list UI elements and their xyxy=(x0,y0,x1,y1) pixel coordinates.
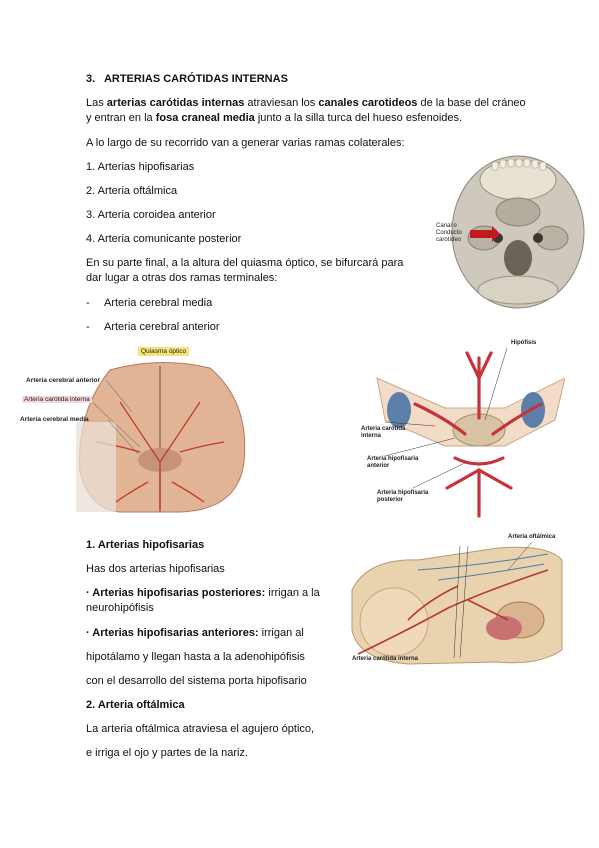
cerebral-anterior-label: Arteria cerebral anterior xyxy=(26,377,101,384)
quiasma-label: Quiasma óptico xyxy=(138,347,190,356)
collateral-item: 1. Arterias hipofisarias xyxy=(86,161,195,173)
terminal-intro: En su parte final, a la altura del quias… xyxy=(86,256,403,286)
intro-paragraph: Las arterias carótidas internas atravies… xyxy=(86,96,526,126)
intro-text: Las xyxy=(86,97,107,109)
subsection1-line: Has dos arterias hipofisarias xyxy=(86,563,225,575)
anterior-line: hipotálamo y llegan hasta a la adenohipó… xyxy=(86,651,305,663)
hypophysis-illustration xyxy=(376,347,566,518)
terminal-intro-line: En su parte final, a la altura del quias… xyxy=(86,257,404,269)
terminal-item: - Arteria cerebral media xyxy=(86,296,212,311)
skull-base-illustration xyxy=(451,155,585,309)
intro-text: y entran en la xyxy=(86,112,156,124)
label-line: Arteria hipofisaria xyxy=(377,490,429,496)
posterior-paragraph: · Arterias hipofisarias posteriores: irr… xyxy=(86,586,320,616)
arrow-icon xyxy=(470,226,500,242)
subsection2-line: La arteria oftálmica atraviesa el agujer… xyxy=(86,723,315,735)
label-line: interna xyxy=(361,433,382,439)
brain-base-illustration xyxy=(76,361,246,513)
oftalmica-label: Arteria oftálmica xyxy=(508,534,556,540)
intro-bold: fosa craneal media xyxy=(155,112,255,124)
cerebral-media-label: Arteria cerebral media xyxy=(20,416,89,423)
terminal-label: Arteria cerebral anterior xyxy=(104,321,220,333)
label-line: carotídeo xyxy=(436,237,462,243)
hyp-anterior-label: Arteria hipofisaria anterior xyxy=(367,456,418,470)
anterior-bold: · Arterias hipofisarias anteriores: xyxy=(86,627,259,639)
label-line: posterior xyxy=(377,497,404,503)
terminal-intro-line: dar lugar a otras dos ramas terminales: xyxy=(86,272,278,284)
orbit-illustration xyxy=(351,541,563,665)
posterior-bold: · Arterias hipofisarias posteriores: xyxy=(86,587,266,599)
brain-base-figure: Quiasma óptico Arteria cerebral anterior… xyxy=(20,342,280,514)
subsection2-line: e irriga el ojo y partes de la nariz. xyxy=(86,747,249,759)
label-line: Arteria carótida xyxy=(361,426,406,432)
skull-base-figure: Canal o Conducto carotídeo xyxy=(420,150,590,310)
carotid-canal-label: Canal o Conducto carotídeo xyxy=(436,223,462,244)
anterior-line: con el desarrollo del sistema porta hipo… xyxy=(86,675,307,687)
intro-text: de la base del cráneo xyxy=(417,97,526,109)
label-line: anterior xyxy=(367,463,390,469)
hypophysis-figure: Hipófisis Arteria carótida interna Arter… xyxy=(355,338,566,518)
label-line: Canal o xyxy=(436,223,457,229)
section-heading: 3. ARTERIAS CARÓTIDAS INTERNAS xyxy=(86,72,288,87)
terminal-label: Arteria cerebral media xyxy=(104,297,213,309)
collateral-item: 2. Arteria oftálmica xyxy=(86,185,178,197)
heading-text: ARTERIAS CARÓTIDAS INTERNAS xyxy=(103,73,288,85)
posterior-text: neurohipófisis xyxy=(86,602,154,614)
carotid-label: Arteria carótida interna xyxy=(22,396,92,403)
heading-number: 3. xyxy=(86,73,96,85)
hyp-posterior-label: Arteria hipofisaria posterior xyxy=(377,490,428,504)
label-line: Conducto xyxy=(436,230,462,236)
collateral-item: 3. Arteria coroidea anterior xyxy=(86,209,216,221)
orbit-figure: Arteria oftálmica Arteria carótida inter… xyxy=(348,530,568,670)
collateral-item: 4. Arteria comunicante posterior xyxy=(86,233,242,245)
bullet: - xyxy=(86,297,90,309)
terminal-item: - Arteria cerebral anterior xyxy=(86,320,220,335)
anterior-line: · Arterias hipofisarias anteriores: irri… xyxy=(86,626,304,641)
intro-bold: arterias carótidas internas xyxy=(106,97,245,109)
intro-bold: canales carotideos xyxy=(318,97,418,109)
collateral-intro: A lo largo de su recorrido van a generar… xyxy=(86,137,405,149)
subsection2-heading: 2. Arteria oftálmica xyxy=(86,699,185,711)
subsection1-heading: 1. Arterias hipofisarias xyxy=(86,539,205,551)
posterior-text: irrigan a la xyxy=(265,587,320,599)
intro-text: junto a la silla turca del hueso esfenoi… xyxy=(254,112,463,124)
orbit-carotid-label: Arteria carótida interna xyxy=(352,656,419,662)
bullet: - xyxy=(86,321,90,333)
hyp-carotid-label: Arteria carótida interna xyxy=(361,426,405,440)
anterior-text: irrigan al xyxy=(258,627,304,639)
hipofisis-label: Hipófisis xyxy=(511,340,537,346)
intro-text: atraviesan los xyxy=(244,97,319,109)
label-line: Arteria hipofisaria xyxy=(367,456,419,462)
